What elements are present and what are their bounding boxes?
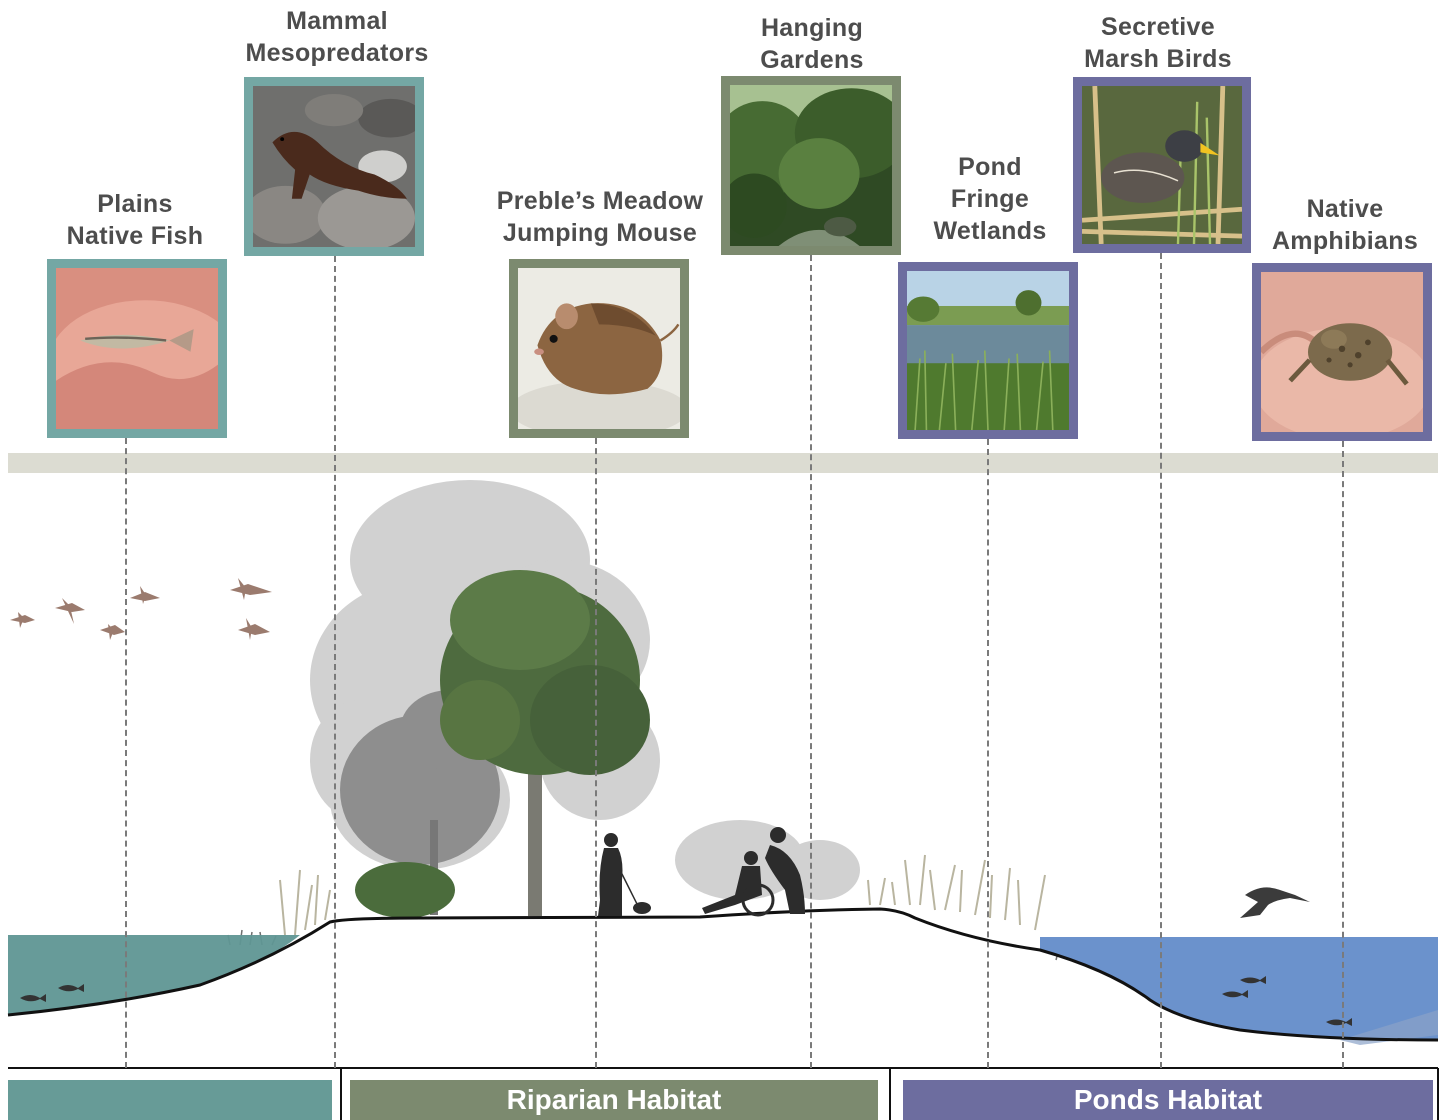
geese-flock xyxy=(10,578,272,640)
divider-band xyxy=(8,453,1438,473)
connector-secretive-marsh-birds xyxy=(1160,253,1162,1068)
connector-pond-fringe-wetlands xyxy=(987,439,989,1068)
shrub xyxy=(355,862,455,918)
heron xyxy=(1240,887,1310,918)
connector-native-amphibians xyxy=(1342,441,1344,1068)
connector-jumping-mouse xyxy=(595,438,597,1068)
dark-grasses xyxy=(228,930,1160,998)
person-walking-dog xyxy=(598,833,651,916)
connector-mammal-mesopredators xyxy=(334,256,336,1068)
habitat-bar-aquatic xyxy=(8,1080,332,1120)
connector-plains-native-fish xyxy=(125,438,127,1068)
water-left xyxy=(8,935,300,1015)
water-right xyxy=(1040,937,1438,1040)
connector-hanging-gardens xyxy=(810,255,812,1068)
habitat-bar-ponds: Ponds Habitat xyxy=(903,1080,1433,1120)
habitat-bar-riparian: Riparian Habitat xyxy=(350,1080,878,1120)
